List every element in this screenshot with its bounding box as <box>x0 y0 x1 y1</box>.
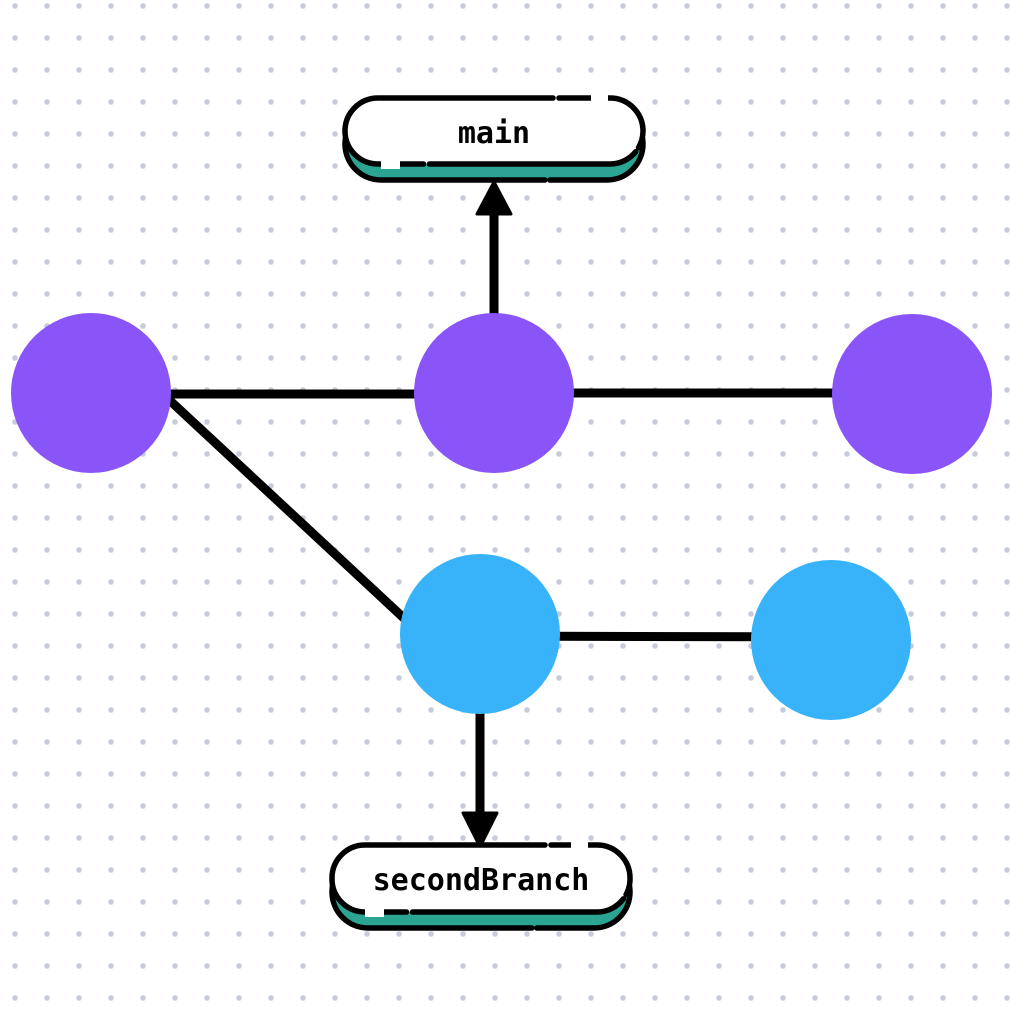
branch-label-main[interactable]: main <box>342 92 646 183</box>
commit-node-second-1[interactable] <box>400 554 560 714</box>
arrow-down-head-icon <box>461 811 499 849</box>
arrow-to-main-label <box>475 180 513 316</box>
sketch-gap <box>381 157 400 169</box>
sketch-gap <box>365 905 384 917</box>
arrow-up-head-icon <box>475 180 513 216</box>
branch-label-second-body <box>329 842 633 915</box>
commit-node-main-3[interactable] <box>832 314 992 474</box>
commit-node-main-2[interactable] <box>414 313 574 473</box>
branch-label-main-body <box>342 95 646 167</box>
commit-node-main-1[interactable] <box>11 313 171 473</box>
branch-label-second-text: secondBranch <box>373 863 590 898</box>
sketch-gap <box>571 839 588 851</box>
arrow-to-second-label <box>461 708 499 849</box>
branch-label-second[interactable]: secondBranch <box>329 839 633 931</box>
branch-label-main-text: main <box>458 116 530 151</box>
sketch-gap <box>591 92 608 104</box>
commit-node-second-2[interactable] <box>751 560 911 720</box>
